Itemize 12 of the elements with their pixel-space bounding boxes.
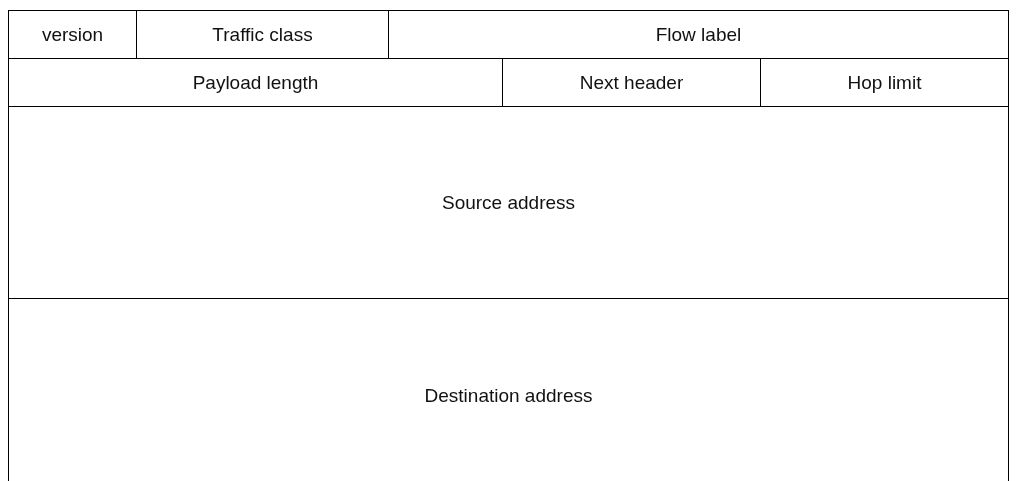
field-name: Flow label	[655, 23, 742, 46]
header-field	[8, 106, 1009, 299]
header-field	[8, 298, 1009, 481]
field-name: Hop limit	[847, 71, 922, 94]
field-name: Destination address	[424, 385, 593, 407]
field-name: Source address	[441, 191, 576, 214]
field-name: Payload length	[192, 71, 319, 94]
header-field	[8, 10, 137, 59]
field-name: version	[41, 23, 104, 46]
header-field	[388, 10, 1009, 59]
field-name: Next header	[579, 71, 684, 94]
field-name: Traffic class	[212, 23, 313, 46]
